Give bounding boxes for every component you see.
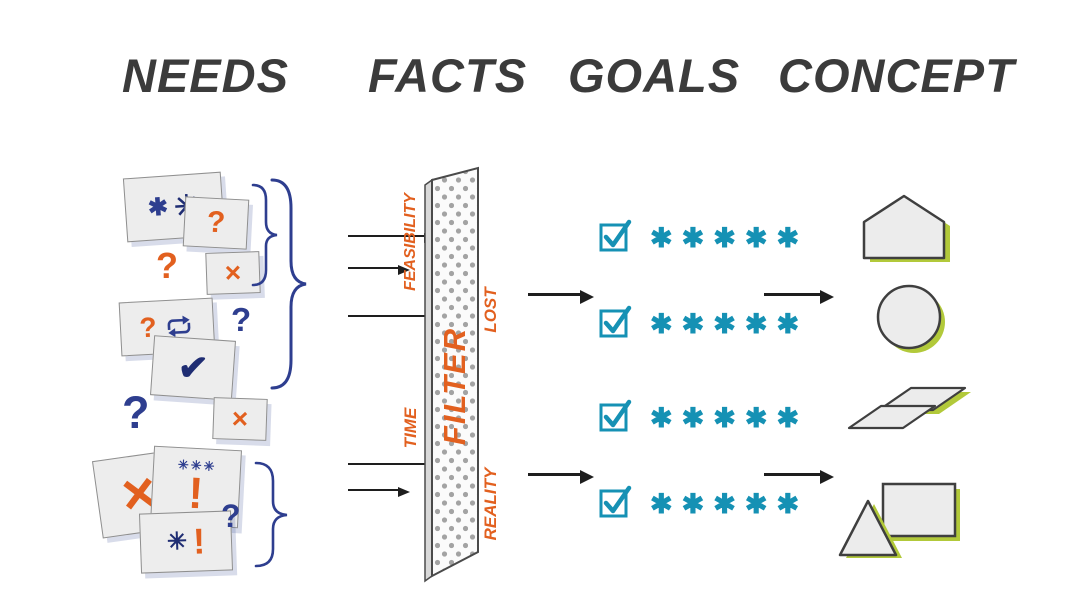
needs-card-check: ✔: [150, 335, 236, 401]
question-mark-icon: ?: [206, 205, 227, 240]
filter-panel: [424, 166, 479, 583]
goals-header: GOALS: [568, 49, 741, 102]
question-mark-icon: ?: [156, 245, 178, 286]
goal-rating-stars: ✱✱✱✱✱: [650, 222, 809, 253]
checkmark-icon: ✔: [176, 345, 210, 390]
triangle-rectangle-shape: [838, 482, 960, 558]
facts-header: FACTS: [368, 49, 528, 102]
goal-row: ✱✱✱✱✱: [598, 304, 808, 340]
arrow-goals-to-concept-bottom: [764, 470, 834, 484]
exclamation-icon: !: [187, 468, 205, 518]
x-mark-icon: ×: [231, 402, 249, 435]
lost-label: LOST: [481, 287, 500, 333]
brace-top-small: [251, 183, 278, 287]
loop-arrows-icon: [167, 315, 190, 338]
arrow-goals-to-concept-top: [764, 290, 834, 304]
burst-star-icon: ✳: [166, 527, 188, 556]
checkbox-checked-icon: [599, 219, 632, 252]
question-mark-icon: ?: [231, 301, 252, 338]
checkbox-checked-icon: [599, 399, 632, 432]
checkbox-checked-icon: [599, 485, 632, 518]
layers-shape: [847, 386, 971, 430]
exclamation-icon: !: [192, 520, 206, 562]
question-mark-icon: ?: [221, 498, 241, 534]
reality-label: REALITY: [481, 467, 500, 541]
house-shape: [862, 194, 950, 262]
arrow-needs-to-filter-2: [348, 264, 410, 275]
concept-header: CONCEPT: [778, 49, 1015, 102]
needs-card-question-loop: ?: [118, 297, 216, 357]
checkbox-checked-icon: [599, 305, 632, 338]
filter-label: FILTER: [437, 326, 472, 446]
time-label: TIME: [401, 407, 420, 449]
circle-shape: [876, 284, 945, 353]
x-mark-icon: ×: [224, 256, 242, 289]
brace-top-large: [270, 178, 307, 390]
arrow-filter-to-goals-top: [528, 290, 594, 304]
asterisk-icon: ✱: [147, 193, 169, 222]
needs-header: NEEDS: [122, 49, 289, 102]
goal-rating-stars: ✱✱✱✱✱: [650, 402, 809, 433]
arrow-needs-to-filter-5: [348, 486, 410, 497]
goal-row: ✱✱✱✱✱: [598, 398, 808, 434]
arrow-filter-to-goals-bottom: [528, 470, 594, 484]
question-mark-icon: ?: [122, 387, 150, 438]
brace-bottom: [254, 461, 288, 568]
goal-row: ✱✱✱✱✱: [598, 484, 808, 520]
needs-card-x-mid: ×: [212, 397, 268, 441]
needs-card-question: ?: [182, 196, 250, 250]
goal-rating-stars: ✱✱✱✱✱: [650, 488, 809, 519]
needs-card-star-exclaim: ✳ !: [138, 510, 234, 574]
goal-row: ✱✱✱✱✱: [598, 218, 808, 254]
goal-rating-stars: ✱✱✱✱✱: [650, 308, 809, 339]
feasibility-label: FEASIBILITY: [402, 193, 419, 291]
